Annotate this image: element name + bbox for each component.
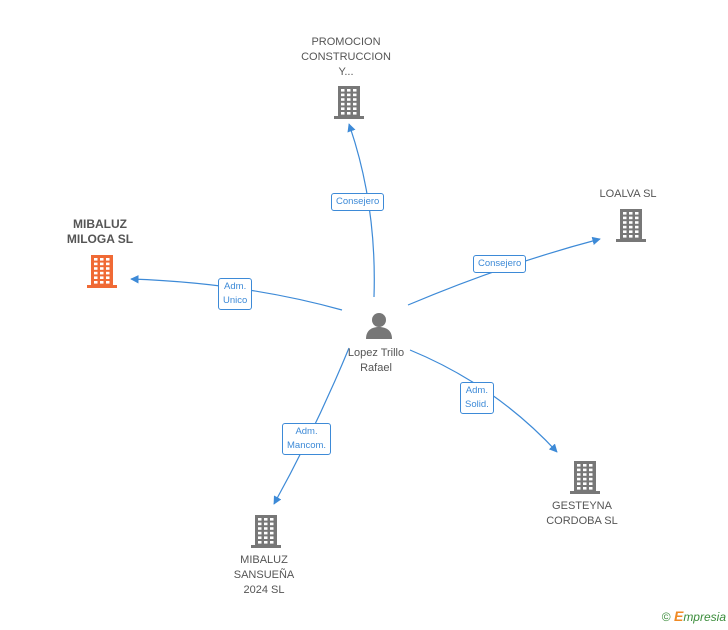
company-name-mibaluz-sansuena[interactable]: MIBALUZ SANSUEÑA 2024 SL — [214, 553, 314, 598]
company-name-line: CORDOBA SL — [546, 515, 618, 527]
edge-label-line: Unico — [223, 295, 248, 306]
edge-label-consejero-loalva: Consejero — [473, 255, 527, 273]
edge-label-adm-solid: Adm. Solid. — [460, 382, 494, 414]
company-name-line: Y... — [338, 66, 354, 78]
company-name-line: SANSUEÑA — [233, 569, 295, 581]
company-name-line: LOALVA SL — [599, 188, 657, 200]
edge-label-consejero-promocion: Consejero — [331, 193, 385, 211]
building-icon-promocion[interactable] — [333, 85, 365, 124]
company-name-loalva[interactable]: LOALVA SL — [578, 187, 678, 202]
brand-logo-letter: E — [673, 608, 684, 624]
company-name-promocion[interactable]: PROMOCION CONSTRUCCION Y... — [296, 35, 396, 80]
company-name-mibaluz-miloga[interactable]: MIBALUZ MILOGA SL — [50, 217, 150, 247]
person-name-line: Lopez Trillo — [347, 347, 405, 359]
building-icon-loalva[interactable] — [615, 208, 647, 247]
edge-label-adm-mancom: Adm. Mancom. — [282, 423, 332, 455]
brand-logo-text: mpresia — [683, 610, 726, 624]
person-name[interactable]: Lopez Trillo Rafael — [326, 346, 426, 376]
edge-label-adm-unico: Adm. Unico — [218, 278, 253, 310]
edge-label-line: Solid. — [465, 399, 489, 410]
edge-label-line: Consejero — [478, 258, 522, 269]
edge-label-line: Consejero — [336, 196, 380, 207]
company-name-line: CONSTRUCCION — [301, 51, 391, 63]
building-icon-mibaluz-sansuena[interactable] — [250, 514, 282, 553]
company-name-line: MIBALUZ — [240, 554, 288, 566]
edge-label-line: Mancom. — [287, 440, 327, 451]
company-name-line: MILOGA SL — [66, 232, 134, 246]
person-name-line: Rafael — [360, 362, 392, 374]
company-name-line: GESTEYNA — [552, 500, 612, 512]
company-name-line: 2024 SL — [243, 584, 285, 596]
company-name-gesteyna[interactable]: GESTEYNA CORDOBA SL — [532, 499, 632, 529]
person-icon[interactable] — [365, 311, 393, 344]
edge-label-line: Adm. — [224, 281, 247, 292]
building-icon-mibaluz-miloga[interactable] — [86, 254, 118, 293]
company-name-line: PROMOCION — [311, 36, 381, 48]
edge-label-line: Adm. — [465, 385, 488, 396]
copyright-symbol: © — [661, 610, 671, 624]
footer-brand[interactable]: © Empresia — [662, 608, 726, 624]
edge-label-line: Adm. — [295, 426, 318, 437]
company-name-line: MIBALUZ — [73, 217, 127, 231]
building-icon-gesteyna[interactable] — [569, 460, 601, 499]
